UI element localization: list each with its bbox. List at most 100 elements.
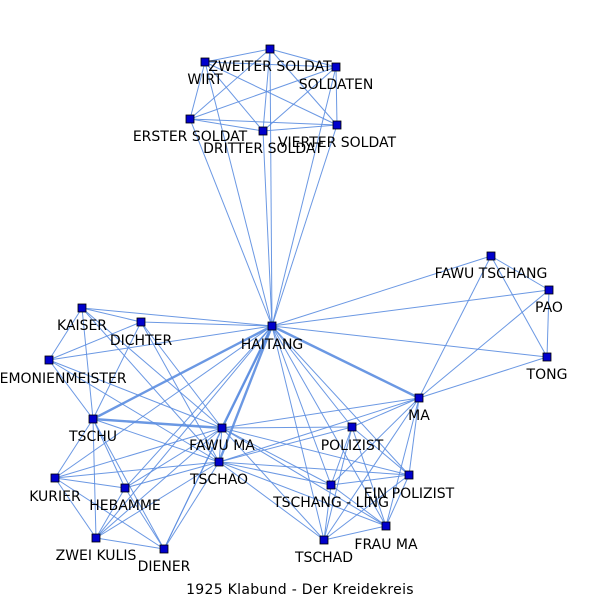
node-polizist[interactable] xyxy=(347,422,357,432)
node-fawu-ma[interactable] xyxy=(217,423,227,433)
edge-dichter-tschao xyxy=(140,321,220,463)
edge-tschang-ling-ein-polizist xyxy=(330,474,410,486)
edge-tschang-ling-frau-ma xyxy=(330,484,387,527)
edge-erster-soldat-haitang xyxy=(189,118,273,327)
edge-tschao-diener xyxy=(163,461,220,550)
edge-fawu-ma-kurier xyxy=(54,427,223,479)
node-frau-ma[interactable] xyxy=(381,521,391,531)
edge-ma-ein-polizist xyxy=(408,397,420,476)
node-label-fawu-tschang: FAWU TSCHANG xyxy=(435,266,548,282)
edge-pao-ma xyxy=(418,289,550,399)
node-zeremonienmeister[interactable] xyxy=(44,355,54,365)
edge-kaiser-tschu xyxy=(81,307,94,420)
edge-fawu-ma-tschad xyxy=(221,427,325,541)
edge-soldaten-erster-soldat xyxy=(189,66,337,120)
edge-haitang-ein-polizist xyxy=(271,325,410,476)
node-vierter-soldat[interactable] xyxy=(332,120,342,130)
edge-zeremonienmeister-fawu-ma xyxy=(48,359,223,429)
node-dichter[interactable] xyxy=(136,317,146,327)
edge-haitang-frau-ma xyxy=(271,325,387,527)
edge-haitang-tschao xyxy=(217,325,274,463)
node-tong[interactable] xyxy=(542,352,552,362)
edge-tschu-hebamme xyxy=(92,418,126,489)
edge-soldaten-dritter-soldat xyxy=(262,66,337,132)
node-ma[interactable] xyxy=(414,393,424,403)
node-fawu-tschang[interactable] xyxy=(486,251,496,261)
node-label-soldaten: SOLDATEN xyxy=(299,77,374,93)
node-label-frau-ma: FRAU MA xyxy=(354,537,418,553)
node-pao[interactable] xyxy=(544,285,554,295)
node-label-ein-polizist: EIN POLIZIST xyxy=(364,486,455,502)
edge-tschao-tschad xyxy=(218,461,325,541)
edge-wirt-vierter-soldat xyxy=(204,61,338,126)
node-label-zwei-kulis: ZWEI KULIS xyxy=(56,548,137,564)
node-tschang-ling[interactable] xyxy=(326,480,336,490)
node-wirt[interactable] xyxy=(200,57,210,67)
edge-kaiser-zeremonienmeister xyxy=(48,307,83,361)
node-ein-polizist[interactable] xyxy=(404,470,414,480)
edge-dritter-soldat-haitang xyxy=(262,130,273,327)
node-erster-soldat[interactable] xyxy=(185,114,195,124)
node-tschad[interactable] xyxy=(319,535,329,545)
edge-erster-soldat-dritter-soldat xyxy=(189,118,264,132)
edge-wirt-haitang xyxy=(204,61,273,327)
edge-haitang-tschad xyxy=(271,325,325,541)
node-tschu[interactable] xyxy=(88,414,98,424)
node-label-tschu: TSCHU xyxy=(68,429,117,445)
node-diener[interactable] xyxy=(159,544,169,554)
node-label-vierter-soldat: VIERTER SOLDAT xyxy=(278,135,397,151)
edge-pao-haitang xyxy=(271,289,550,327)
edge-kurier-zwei-kulis xyxy=(54,477,97,539)
edge-polizist-tschad xyxy=(323,426,353,541)
edge-tschao-ein-polizist xyxy=(218,461,410,476)
edge-zweiter-soldat-wirt xyxy=(204,48,271,63)
edge-polizist-tschao xyxy=(218,426,353,463)
node-kaiser[interactable] xyxy=(77,303,87,313)
node-soldaten[interactable] xyxy=(331,62,341,72)
edge-hebamme-diener xyxy=(124,487,165,550)
edge-wirt-dritter-soldat xyxy=(204,61,264,132)
edge-dichter-fawu-ma xyxy=(140,321,223,429)
edge-dichter-haitang xyxy=(140,321,273,327)
node-label-wirt: WIRT xyxy=(187,72,223,88)
node-zwei-kulis[interactable] xyxy=(91,533,101,543)
edge-kaiser-tschao xyxy=(81,307,220,463)
edge-zeremonienmeister-tschu xyxy=(48,359,94,420)
node-label-dichter: DICHTER xyxy=(110,333,173,349)
edge-haitang-ma xyxy=(271,324,420,400)
node-tschao[interactable] xyxy=(214,457,224,467)
edge-zweiter-soldat-vierter-soldat xyxy=(269,48,338,126)
edge-zeremonienmeister-tschao xyxy=(48,359,220,463)
node-layer xyxy=(44,44,554,554)
edge-tschu-fawu-ma xyxy=(92,417,223,430)
edge-dichter-tschu xyxy=(92,321,142,420)
edge-fawu-ma-tschang-ling xyxy=(221,427,332,486)
edge-fawu-ma-zwei-kulis xyxy=(95,427,223,539)
node-label-hebamme: HEBAMME xyxy=(89,498,161,514)
node-label-zweiter-soldat: ZWEITER SOLDAT xyxy=(208,59,332,75)
node-hebamme[interactable] xyxy=(120,483,130,493)
edge-tong-haitang xyxy=(271,325,548,358)
node-label-haitang: HAITANG xyxy=(241,337,304,353)
node-zweiter-soldat[interactable] xyxy=(265,44,275,54)
edge-tschao-frau-ma xyxy=(218,461,387,527)
node-label-polizist: POLIZIST xyxy=(321,438,384,454)
edge-fawu-tschang-haitang xyxy=(271,255,492,327)
node-haitang[interactable] xyxy=(267,321,277,331)
edge-layer xyxy=(48,48,550,550)
edge-haitang-kurier xyxy=(54,325,273,479)
node-label-dritter-soldat: DRITTER SOLDAT xyxy=(203,141,323,157)
node-kurier[interactable] xyxy=(50,473,60,483)
edge-ma-tschad xyxy=(323,397,420,541)
edge-fawu-ma-polizist xyxy=(221,426,353,429)
node-dritter-soldat[interactable] xyxy=(258,126,268,136)
node-label-tschao: TSCHAO xyxy=(189,472,248,488)
edge-fawu-ma-diener xyxy=(163,427,223,550)
edge-tschang-ling-tschad xyxy=(323,484,332,541)
edge-kurier-diener xyxy=(54,477,165,550)
edge-ein-polizist-frau-ma xyxy=(385,474,410,527)
edge-hebamme-zwei-kulis xyxy=(95,487,126,539)
graph-caption: 1925 Klabund - Der Kreidekreis xyxy=(186,582,414,598)
edge-tschao-tschang-ling xyxy=(218,461,332,486)
edge-wirt-erster-soldat xyxy=(189,61,206,120)
